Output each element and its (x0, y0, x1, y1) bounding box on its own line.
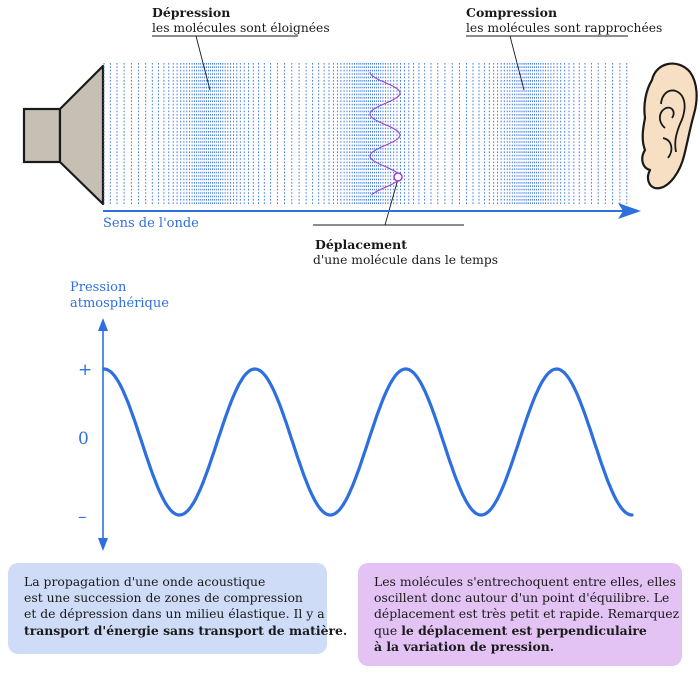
info-left-line3: et de dépression dans un milieu élastiqu… (24, 606, 325, 622)
y-axis-label-line2: atmosphérique (70, 296, 169, 311)
wave-direction-label: Sens de l'onde (103, 216, 199, 231)
info-right-line2: oscillent donc autour d'un point d'équil… (374, 590, 670, 606)
depression-title: Dépression (152, 5, 230, 20)
y-axis-label-line1: Pression (70, 280, 127, 295)
displacement-title: Déplacement (315, 237, 407, 252)
info-right-line4-prefix: que (374, 622, 402, 638)
molecule-marker (393, 172, 403, 182)
info-right-line1: Les molécules s'entrechoquent entre elle… (374, 574, 676, 589)
y-tick-minus: – (78, 507, 87, 527)
y-axis (98, 318, 108, 551)
ear-icon (641, 62, 698, 190)
info-box-molecules: Les molécules s'entrechoquent entre elle… (358, 563, 682, 666)
y-tick-plus: + (78, 360, 92, 380)
pressure-chart: Pression atmosphérique + 0 – (70, 280, 634, 551)
wave-direction-arrow (103, 203, 641, 219)
depression-text: les molécules sont éloignées (152, 21, 330, 35)
info-left-line2: est une succession de zones de compressi… (24, 590, 303, 606)
info-box-propagation: La propagation d'une onde acoustique est… (8, 563, 347, 654)
compression-text: les molécules sont rapprochées (466, 21, 662, 35)
displacement-text: d'une molécule dans le temps (313, 253, 498, 267)
speaker-icon (22, 64, 105, 206)
y-tick-zero: 0 (78, 429, 89, 449)
info-left-line1: La propagation d'une onde acoustique (24, 574, 266, 589)
compression-title: Compression (466, 5, 557, 20)
info-right-line3: déplacement est très petit et rapide. Re… (374, 606, 680, 622)
annotation-pointers (152, 35, 628, 226)
molecule-field (103, 63, 628, 204)
info-left-line4-bold: transport d'énergie sans transport de ma… (24, 622, 348, 638)
info-right-line5-bold: à la variation de pression. (374, 638, 555, 654)
info-right-line4-bold: le déplacement est perpendiculaire (401, 622, 647, 638)
pressure-curve (102, 367, 634, 517)
